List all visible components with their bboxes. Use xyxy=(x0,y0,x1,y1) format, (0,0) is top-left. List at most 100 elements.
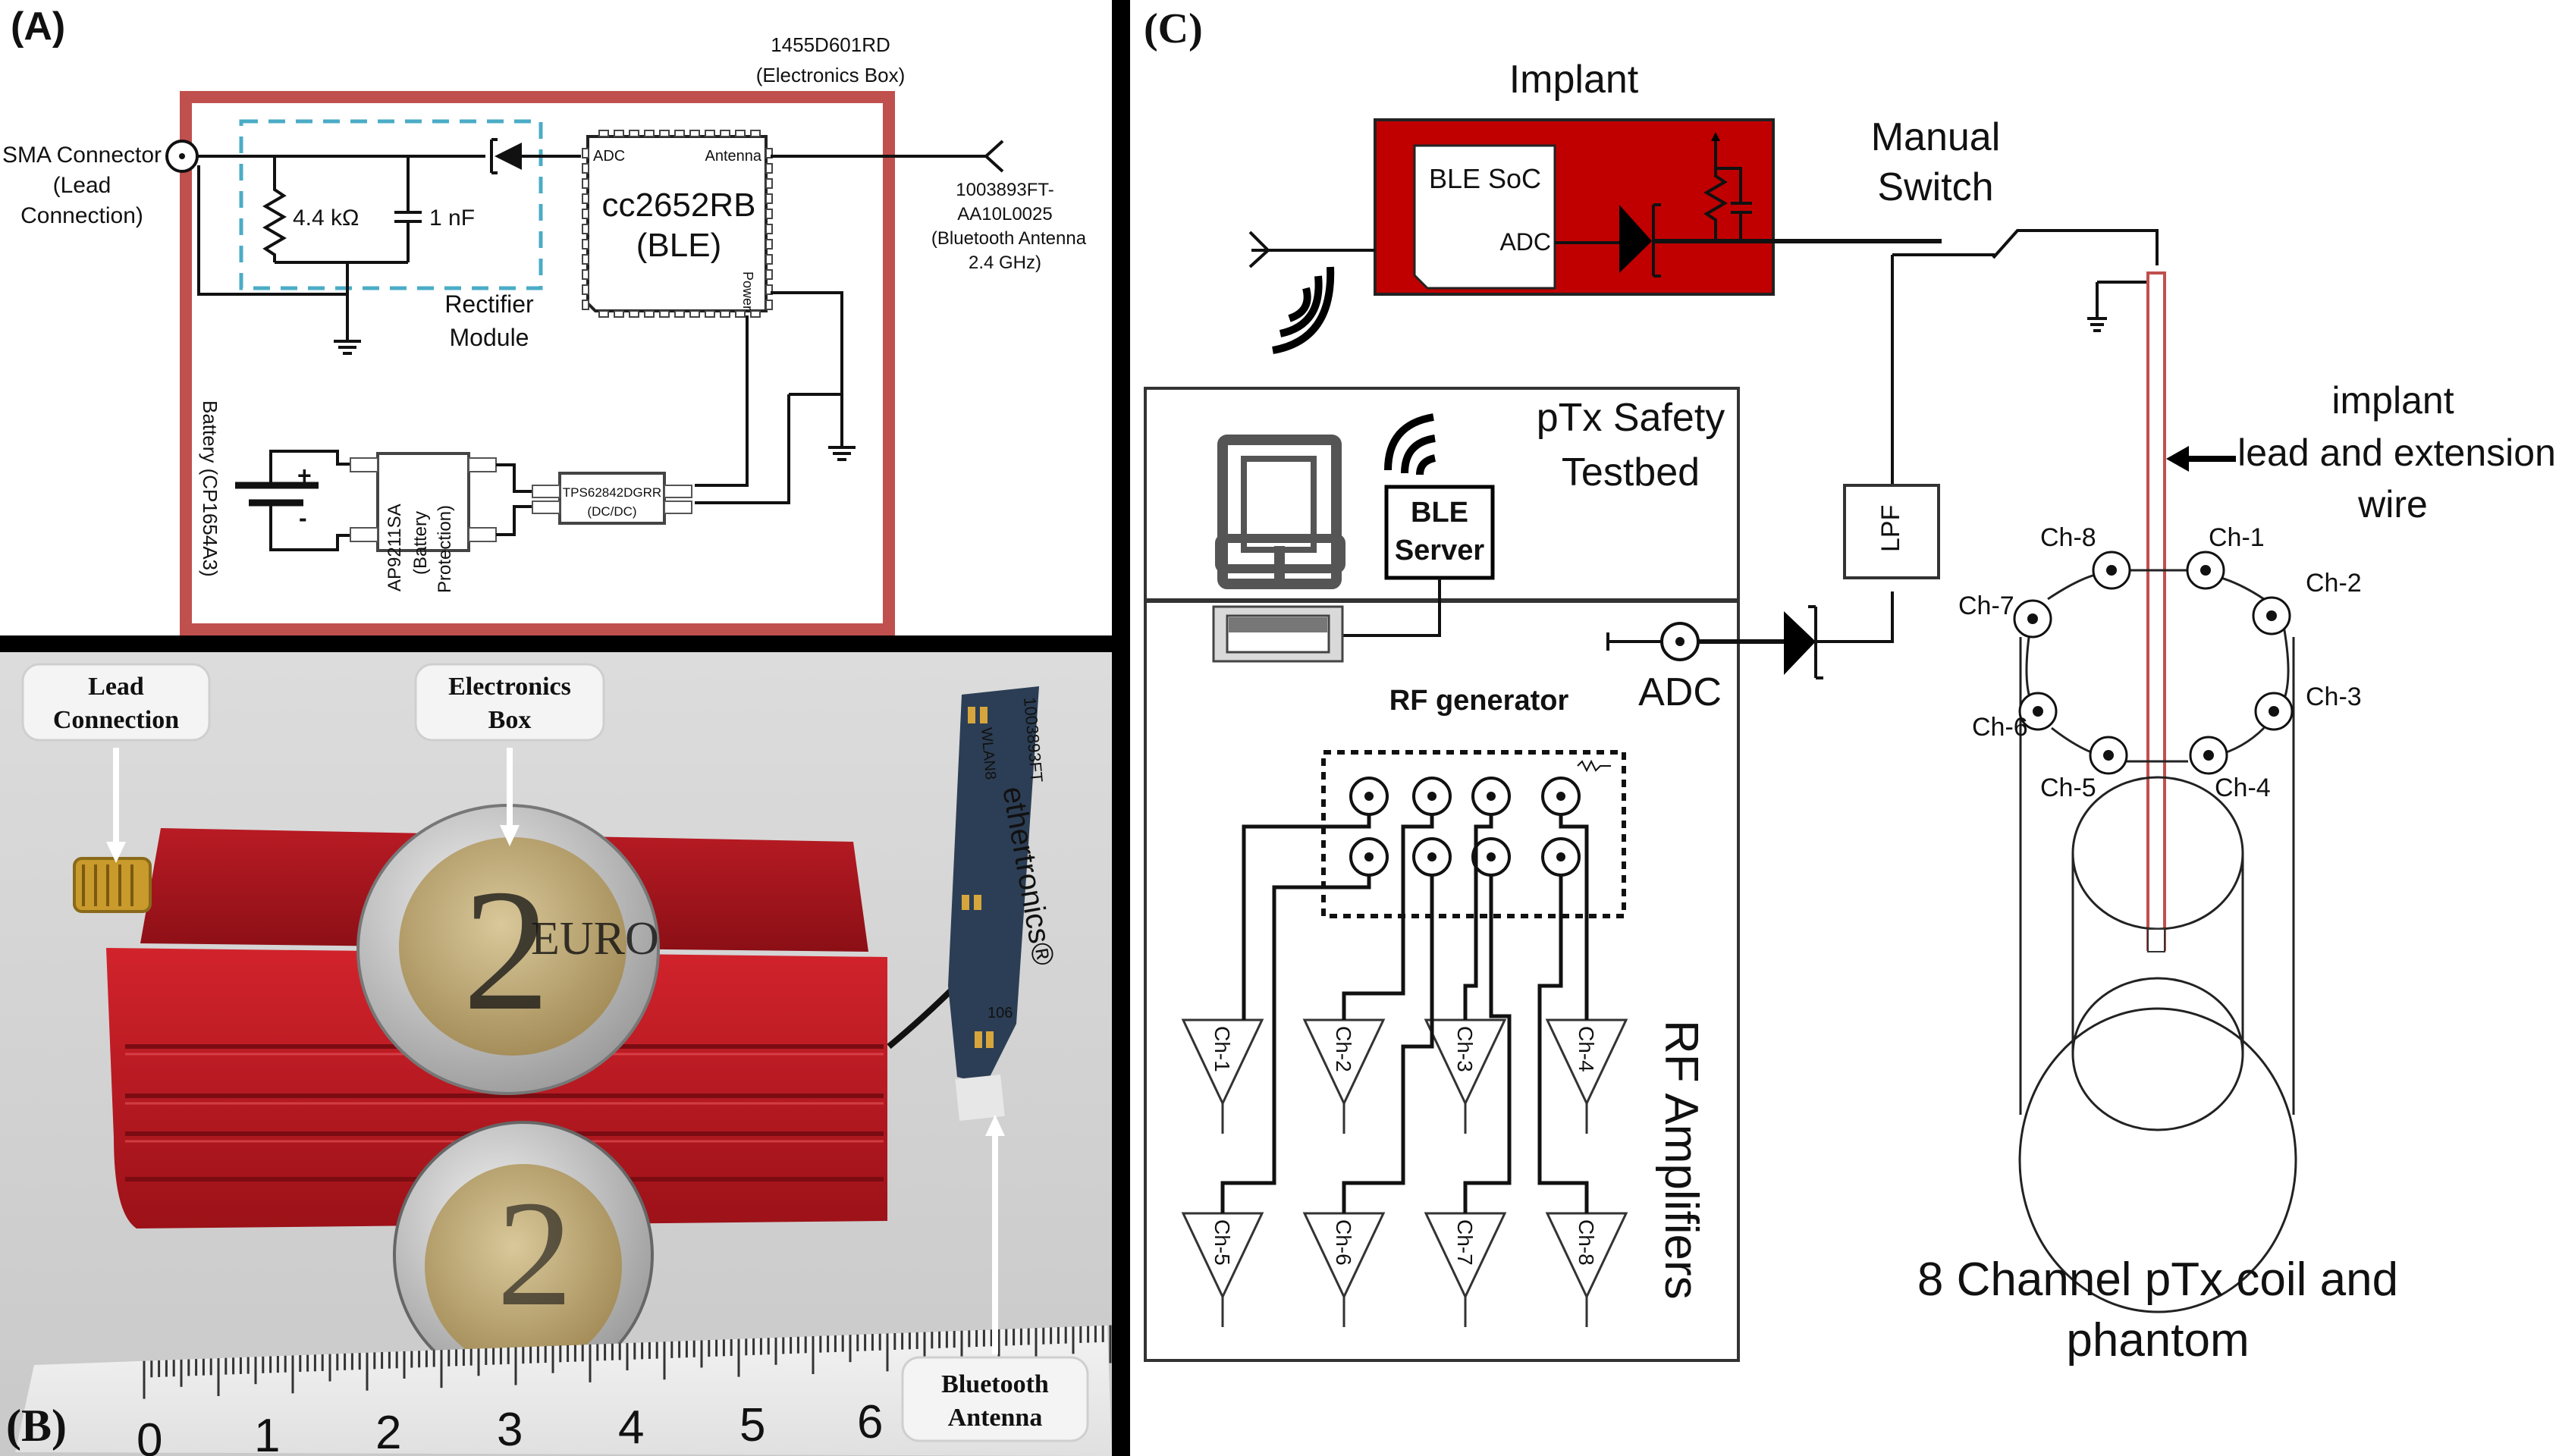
wireless-icon xyxy=(1272,266,1335,354)
rf-amplifiers-label: RF Amplifiers xyxy=(1655,1020,1707,1300)
callout-antenna-2: Antenna xyxy=(948,1404,1043,1432)
antenna-desc-2: 2.4 GHz) xyxy=(969,253,1041,273)
implant-rc-network xyxy=(1703,136,1752,241)
battery-protection-ic xyxy=(376,452,470,552)
antenna-icon xyxy=(984,140,1004,173)
rf-amplifier: Ch-7 xyxy=(1424,1212,1507,1327)
bluetooth-antenna-photo xyxy=(948,686,1039,1084)
electronics-box-outline xyxy=(180,91,895,635)
chip-pin-adc: ADC xyxy=(593,148,625,165)
lpf-box xyxy=(1843,484,1940,579)
coil-channel-label: Ch-3 xyxy=(2306,682,2362,711)
panel-a-label: (A) xyxy=(11,5,65,49)
rf-amplifier: Ch-6 xyxy=(1302,1212,1386,1327)
coil-channel-port: Ch-5 xyxy=(2040,736,2128,802)
switch-label-2: Switch xyxy=(1877,165,1993,209)
chip-type: (BLE) xyxy=(636,227,721,264)
antenna-num-text: 106 xyxy=(987,1005,1013,1021)
capacitor-icon xyxy=(394,156,422,262)
coin-text-top: EURO xyxy=(531,913,659,965)
coil-channel-label: Ch-7 xyxy=(1958,592,2014,620)
ruler-tick-2: 2 xyxy=(375,1407,401,1456)
ruler-tick-5: 5 xyxy=(739,1399,765,1451)
ruler-tick-3: 3 xyxy=(497,1404,523,1456)
chip-pin-power: Power xyxy=(740,271,755,310)
rf-amplifier: Ch-1 xyxy=(1181,1018,1264,1134)
rectifier-label-1: Rectifier xyxy=(444,290,534,318)
coil-channel-label: Ch-1 xyxy=(2209,523,2265,552)
ruler-tick-6: 6 xyxy=(857,1396,883,1448)
coil-channel-port: Ch-8 xyxy=(2040,523,2131,590)
coil-channel-port: Ch-4 xyxy=(2189,736,2271,802)
box-part-number: 1455D601RD xyxy=(771,33,890,56)
vertical-divider xyxy=(1112,0,1130,1456)
ble-server-label-1: BLE xyxy=(1411,497,1468,529)
protection-ic-name: AP9211SA xyxy=(385,504,405,592)
dcdc-ic-desc: (DC/DC) xyxy=(587,504,636,519)
ruler-tick-0: 0 xyxy=(137,1414,162,1456)
amplifier-label: Ch-3 xyxy=(1453,1026,1477,1072)
coil-caption-2: phantom xyxy=(2066,1314,2249,1367)
ble-server-label-2: Server xyxy=(1395,535,1485,566)
panel-b-label: (B) xyxy=(6,1401,67,1451)
coil-caption-1: 8 Channel pTx coil and xyxy=(1917,1254,2398,1306)
implant-lead-wire xyxy=(2146,271,2166,951)
coil-channel-label: Ch-5 xyxy=(2040,774,2096,802)
resistor-value: 4.4 kΩ xyxy=(293,206,359,231)
lead-label-2: lead and extension xyxy=(2237,431,2556,474)
sma-label-2: (Lead xyxy=(53,173,111,198)
callout-antenna-1: Bluetooth xyxy=(941,1370,1049,1398)
antenna-part-1: 1003893FT- xyxy=(956,180,1053,200)
coil-channel-port: Ch-3 xyxy=(2254,682,2362,731)
rf-generator-label: RF generator xyxy=(1389,685,1569,717)
rectifier-module-box xyxy=(239,119,543,290)
ble-chip: cc2652RB (BLE) ADC Antenna Power xyxy=(582,130,773,318)
ruler xyxy=(15,1326,1112,1456)
lead-label-1: implant xyxy=(2331,379,2454,422)
rf-generator-box xyxy=(1321,750,1626,918)
rf-amplifier: Ch-2 xyxy=(1302,1018,1386,1134)
sma-label-1: SMA Connector xyxy=(2,143,162,168)
coil-channel-port: Ch-7 xyxy=(1958,592,2052,639)
coin-value-top: 2 xyxy=(463,853,550,1046)
antenna-desc-1: (Bluetooth Antenna xyxy=(931,228,1087,249)
callout-lead-connection xyxy=(21,663,211,742)
soc-adc-label: ADC xyxy=(1499,228,1551,256)
callout-box-2: Box xyxy=(488,706,532,734)
coil-channel-port: Ch-2 xyxy=(2252,569,2362,635)
horizontal-divider xyxy=(0,635,1119,652)
box-description: (Electronics Box) xyxy=(756,64,906,86)
protection-ic-desc-2: Protection) xyxy=(435,505,455,593)
amplifier-label: Ch-7 xyxy=(1453,1219,1477,1266)
coil-channel-label: Ch-8 xyxy=(2040,523,2096,552)
panel-c-label: (C) xyxy=(1144,5,1203,52)
callout-lead-1: Lead xyxy=(88,673,144,701)
ground-icon-2 xyxy=(828,446,856,461)
lead-label-3: wire xyxy=(2357,483,2428,526)
sma-connector-photo xyxy=(73,857,152,913)
coil-channel-label: Ch-4 xyxy=(2215,774,2271,802)
adc-label: ADC xyxy=(1638,670,1722,714)
callout-electronics-box xyxy=(414,663,605,742)
panel-c-diagram: (C) Implant BLE SoC ADC Manual Switch im… xyxy=(1144,5,2556,1367)
callout-box-1: Electronics xyxy=(448,673,571,701)
rectifier-label-2: Module xyxy=(450,324,529,351)
implant-antenna-icon xyxy=(1248,231,1270,268)
amplifier-label: Ch-8 xyxy=(1575,1219,1598,1266)
rf-amplifier: Ch-4 xyxy=(1545,1018,1628,1134)
ruler-tick-1: 1 xyxy=(254,1410,280,1456)
ble-soc-label: BLE SoC xyxy=(1429,163,1541,194)
amplifier-label: Ch-6 xyxy=(1332,1219,1355,1266)
amplifier-label: Ch-1 xyxy=(1210,1026,1234,1072)
amplifier-label: Ch-2 xyxy=(1332,1026,1355,1072)
testbed-box xyxy=(1144,387,1740,1362)
implant-title: Implant xyxy=(1509,58,1639,102)
panel-a-schematic: (A) 1455D601RD (Electronics Box) SMA Con… xyxy=(2,5,1087,635)
sma-label-3: Connection) xyxy=(20,203,143,228)
rf-amplifier: Ch-3 xyxy=(1424,1018,1507,1134)
ground-icon-3 xyxy=(2087,281,2146,332)
lpf-label: LPF xyxy=(1876,505,1905,552)
coil-channel-label: Ch-2 xyxy=(2306,569,2362,598)
panel-b-photo: 2 EURO 2 ethertronics® 1003893FT WLAN8 1… xyxy=(0,652,1112,1456)
